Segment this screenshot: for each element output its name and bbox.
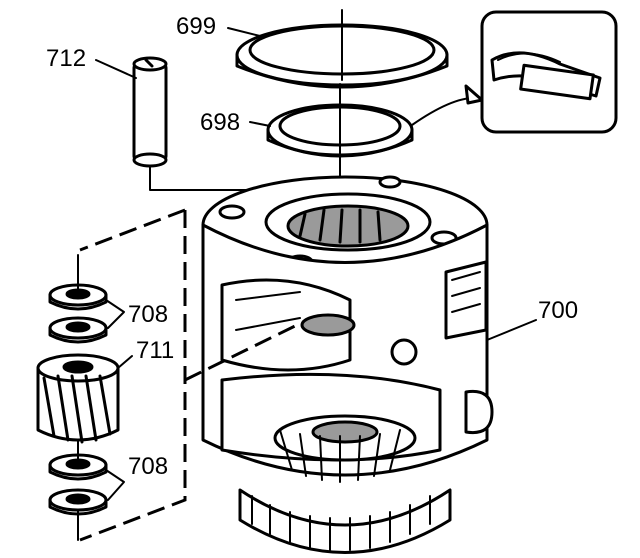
leader-699 bbox=[227, 27, 261, 37]
leader-698 bbox=[249, 121, 271, 127]
washer-698 bbox=[266, 83, 414, 211]
pinion-gear-711 bbox=[36, 353, 133, 444]
thrust-washers-708-lower bbox=[48, 439, 125, 541]
snap-ring-699 bbox=[235, 9, 449, 89]
pin-712 bbox=[132, 56, 301, 261]
explode-lines bbox=[79, 208, 296, 542]
callout-700: 700 bbox=[538, 297, 578, 324]
differential-case-700 bbox=[201, 175, 537, 554]
callout-708-lower: 708 bbox=[128, 453, 168, 480]
callout-712: 712 bbox=[46, 45, 86, 72]
callout-708-upper: 708 bbox=[128, 301, 168, 328]
thrust-washers-708-upper bbox=[48, 254, 125, 344]
detail-inset bbox=[411, 10, 618, 134]
callout-711: 711 bbox=[136, 337, 174, 364]
callout-699: 699 bbox=[176, 13, 216, 40]
callout-698: 698 bbox=[200, 109, 240, 136]
leader-712 bbox=[95, 59, 137, 79]
